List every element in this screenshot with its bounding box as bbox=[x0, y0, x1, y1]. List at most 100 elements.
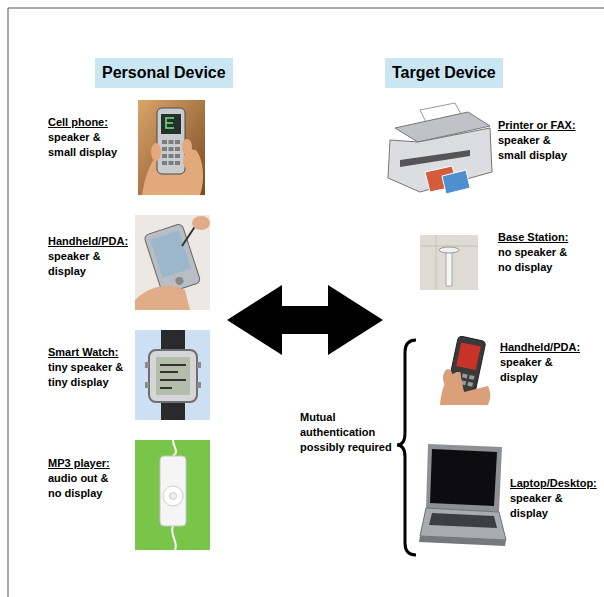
base-station-photo-part bbox=[420, 246, 478, 247]
handheld-photo-part bbox=[443, 369, 453, 387]
pda-photo-part bbox=[144, 223, 201, 294]
cell-phone-photo-part bbox=[162, 147, 167, 151]
device-name: Laptop/Desktop: bbox=[510, 476, 600, 491]
cell-phone-photo-part bbox=[183, 153, 193, 169]
cell-phone-photo-part bbox=[161, 114, 181, 134]
smart-watch-photo-part bbox=[197, 382, 201, 388]
pda-photo-part bbox=[135, 286, 190, 310]
cell-phone-photo-part bbox=[151, 143, 161, 161]
device-name: MP3 player: bbox=[48, 456, 134, 471]
laptop-photo-part bbox=[429, 513, 497, 528]
mp3-player-photo-part bbox=[170, 493, 177, 500]
mp3-player-photo-part bbox=[173, 440, 176, 456]
base-station-photo-part bbox=[420, 235, 478, 290]
device-features: audio out & no display bbox=[48, 471, 120, 501]
curly-brace bbox=[397, 340, 416, 555]
smart-watch-photo-part bbox=[149, 350, 197, 402]
device-name: Smart Watch: bbox=[48, 345, 134, 360]
base-station-photo-part bbox=[446, 250, 452, 286]
cell-phone-photo-part bbox=[162, 140, 167, 144]
device-column: Personal DeviceCell phone:speaker & smal… bbox=[40, 58, 225, 558]
laptop-photo-part bbox=[430, 449, 497, 506]
handheld-photo-part bbox=[456, 342, 481, 370]
pda-photo-part bbox=[150, 231, 191, 278]
column-heading: Target Device bbox=[385, 58, 503, 88]
device-features: speaker & display bbox=[500, 355, 582, 385]
smart-watch-photo-part bbox=[145, 362, 149, 368]
cell-phone-photo-part bbox=[169, 147, 174, 151]
laptop-photo-part bbox=[420, 508, 506, 540]
smart-watch-photo-part bbox=[160, 365, 186, 388]
handheld-photo-part bbox=[462, 373, 468, 378]
mp3-player-photo bbox=[135, 440, 210, 550]
device-name: Printer or FAX: bbox=[498, 118, 598, 133]
device-name: Handheld/PDA: bbox=[48, 234, 134, 249]
cell-phone-photo-part bbox=[138, 100, 205, 195]
smart-watch-photo-part bbox=[135, 330, 210, 420]
smart-watch-photo-part bbox=[156, 357, 190, 395]
laptop-photo-part bbox=[426, 444, 502, 512]
printer-photo-part bbox=[388, 128, 492, 192]
printer-photo-part bbox=[400, 150, 470, 167]
cell-phone-photo-part bbox=[169, 154, 174, 158]
cell-phone-photo-part bbox=[157, 108, 185, 174]
mp3-player-photo-part bbox=[172, 526, 176, 550]
cell-phone-photo-part bbox=[175, 147, 180, 151]
base-station-photo-part bbox=[436, 235, 437, 290]
cell-phone-photo bbox=[138, 100, 205, 195]
smart-watch-photo-part bbox=[197, 362, 201, 368]
device-features: tiny speaker & tiny display bbox=[48, 360, 130, 390]
cell-phone-photo-part bbox=[175, 161, 180, 165]
device-entry: Base Station:no speaker & no display bbox=[498, 230, 598, 275]
column-heading: Personal Device bbox=[95, 58, 233, 88]
cell-phone-photo-part bbox=[162, 154, 167, 158]
cell-phone-photo-part bbox=[182, 139, 192, 155]
device-entry: Handheld/PDA:speaker & display bbox=[48, 234, 134, 279]
cell-phone-photo-part bbox=[162, 161, 167, 165]
laptop-photo-part bbox=[419, 536, 506, 546]
page-frame bbox=[8, 8, 604, 597]
page-frame-part bbox=[8, 8, 604, 9]
device-entry: MP3 player:audio out & no display bbox=[48, 456, 134, 501]
note-label: Mutual authentication possibly required bbox=[300, 410, 396, 455]
pda-photo-part bbox=[192, 216, 210, 230]
device-features: speaker & display bbox=[510, 491, 592, 521]
cell-phone-photo-part bbox=[175, 154, 180, 158]
cell-phone-photo-part bbox=[169, 140, 174, 144]
pda-photo-part bbox=[174, 276, 184, 286]
base-station-photo bbox=[420, 235, 478, 290]
smart-watch-photo bbox=[135, 330, 210, 420]
pda-photo-part bbox=[144, 223, 201, 294]
device-features: speaker & small display bbox=[48, 130, 130, 160]
device-entry: Laptop/Desktop:speaker & display bbox=[510, 476, 600, 521]
handheld-photo-part bbox=[469, 375, 475, 380]
device-entry: Cell phone:speaker & small display bbox=[48, 115, 134, 160]
device-features: no speaker & no display bbox=[498, 245, 580, 275]
base-station-photo-part bbox=[439, 247, 459, 253]
device-name: Base Station: bbox=[498, 230, 598, 245]
pda-photo bbox=[135, 215, 210, 310]
smart-watch-photo-part bbox=[145, 382, 149, 388]
handheld-photo bbox=[440, 336, 490, 405]
device-name: Handheld/PDA: bbox=[500, 340, 598, 355]
mp3-player-photo-part bbox=[160, 456, 186, 526]
cell-phone-photo-part bbox=[175, 140, 180, 144]
handheld-photo-part bbox=[467, 382, 473, 387]
device-entry: Smart Watch:tiny speaker & tiny display bbox=[48, 345, 134, 390]
device-features: speaker & display bbox=[48, 249, 130, 279]
mp3-player-photo-part bbox=[135, 440, 210, 550]
laptop-photo bbox=[419, 444, 506, 546]
device-entry: Printer or FAX:speaker & small display bbox=[498, 118, 598, 163]
double-arrow bbox=[227, 285, 383, 355]
printer-photo bbox=[388, 103, 492, 194]
cell-phone-photo-part bbox=[166, 118, 174, 128]
device-name: Cell phone: bbox=[48, 115, 134, 130]
device-entry: Handheld/PDA:speaker & display bbox=[500, 340, 598, 385]
cell-phone-photo-part bbox=[169, 161, 174, 165]
page-frame-part bbox=[8, 8, 9, 597]
device-features: speaker & small display bbox=[498, 133, 580, 163]
curly-brace-part bbox=[397, 340, 416, 555]
pda-photo-part bbox=[135, 215, 210, 310]
device-column: Target DevicePrinter or FAX:speaker & sm… bbox=[385, 58, 600, 558]
